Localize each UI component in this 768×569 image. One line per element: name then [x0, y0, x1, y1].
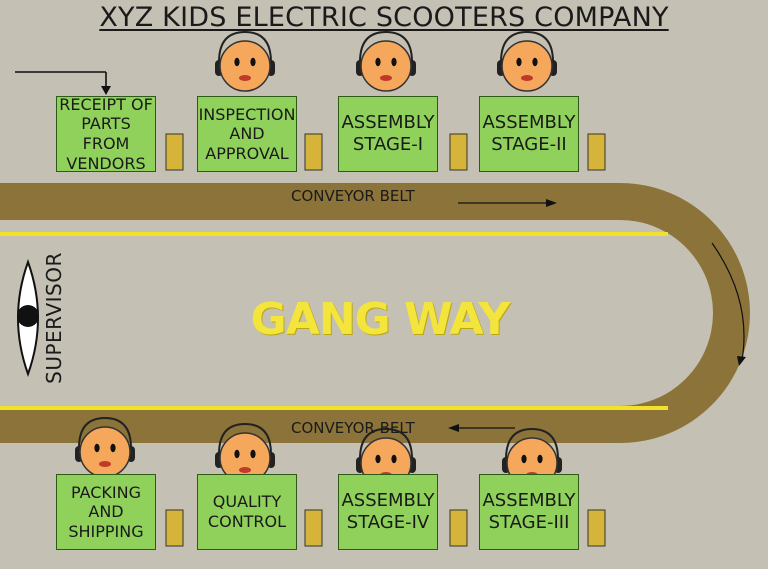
station-label: RECEIPT OF PARTS FROM VENDORS — [59, 94, 153, 173]
station-assembly-stage-2: ASSEMBLY STAGE-II — [479, 96, 579, 172]
station-label: ASSEMBLY STAGE-II — [482, 112, 576, 155]
parts-bin — [449, 509, 468, 547]
belt-arrow-right — [458, 199, 557, 207]
parts-bin — [165, 509, 184, 547]
belt-arrow-curve — [711, 242, 746, 366]
belt-arrow-left — [448, 424, 515, 432]
parts-bin — [587, 509, 606, 547]
supervisor-eye-icon — [17, 259, 39, 377]
station-assembly-stage-1: ASSEMBLY STAGE-I — [338, 96, 438, 172]
conveyor-belt-label-bottom: CONVEYOR BELT — [291, 419, 415, 437]
station-label: QUALITY CONTROL — [207, 492, 287, 531]
company-title: XYZ KIDS ELECTRIC SCOOTERS COMPANY — [99, 2, 669, 33]
parts-bin — [449, 133, 468, 171]
worker-icon — [214, 31, 276, 92]
worker-icon — [355, 31, 417, 92]
supervisor-label: SUPERVISOR — [42, 252, 66, 384]
station-assembly-stage-3: ASSEMBLY STAGE-III — [479, 474, 579, 550]
station-receipt-of-parts: RECEIPT OF PARTS FROM VENDORS — [56, 94, 156, 173]
conveyor-belt-label-top: CONVEYOR BELT — [291, 187, 415, 205]
station-inspection: INSPECTION AND APPROVAL — [197, 96, 297, 172]
parts-bins — [165, 133, 606, 547]
incoming-arrow — [15, 71, 111, 95]
gangway-label: GANG WAY — [250, 294, 511, 345]
station-label: ASSEMBLY STAGE-I — [341, 112, 435, 155]
station-packing-shipping: PACKING AND SHIPPING — [56, 474, 156, 550]
station-label: INSPECTION AND APPROVAL — [198, 104, 296, 163]
station-label: PACKING AND SHIPPING — [68, 482, 144, 541]
worker-icon — [74, 417, 136, 478]
station-quality-control: QUALITY CONTROL — [197, 474, 297, 550]
parts-bin — [304, 509, 323, 547]
conveyor-belt — [0, 183, 750, 443]
station-label: ASSEMBLY STAGE-IV — [341, 490, 435, 533]
worker-icon — [496, 31, 558, 92]
station-label: ASSEMBLY STAGE-III — [482, 490, 576, 533]
parts-bin — [587, 133, 606, 171]
parts-bin — [165, 133, 184, 171]
station-assembly-stage-4: ASSEMBLY STAGE-IV — [338, 474, 438, 550]
parts-bin — [304, 133, 323, 171]
